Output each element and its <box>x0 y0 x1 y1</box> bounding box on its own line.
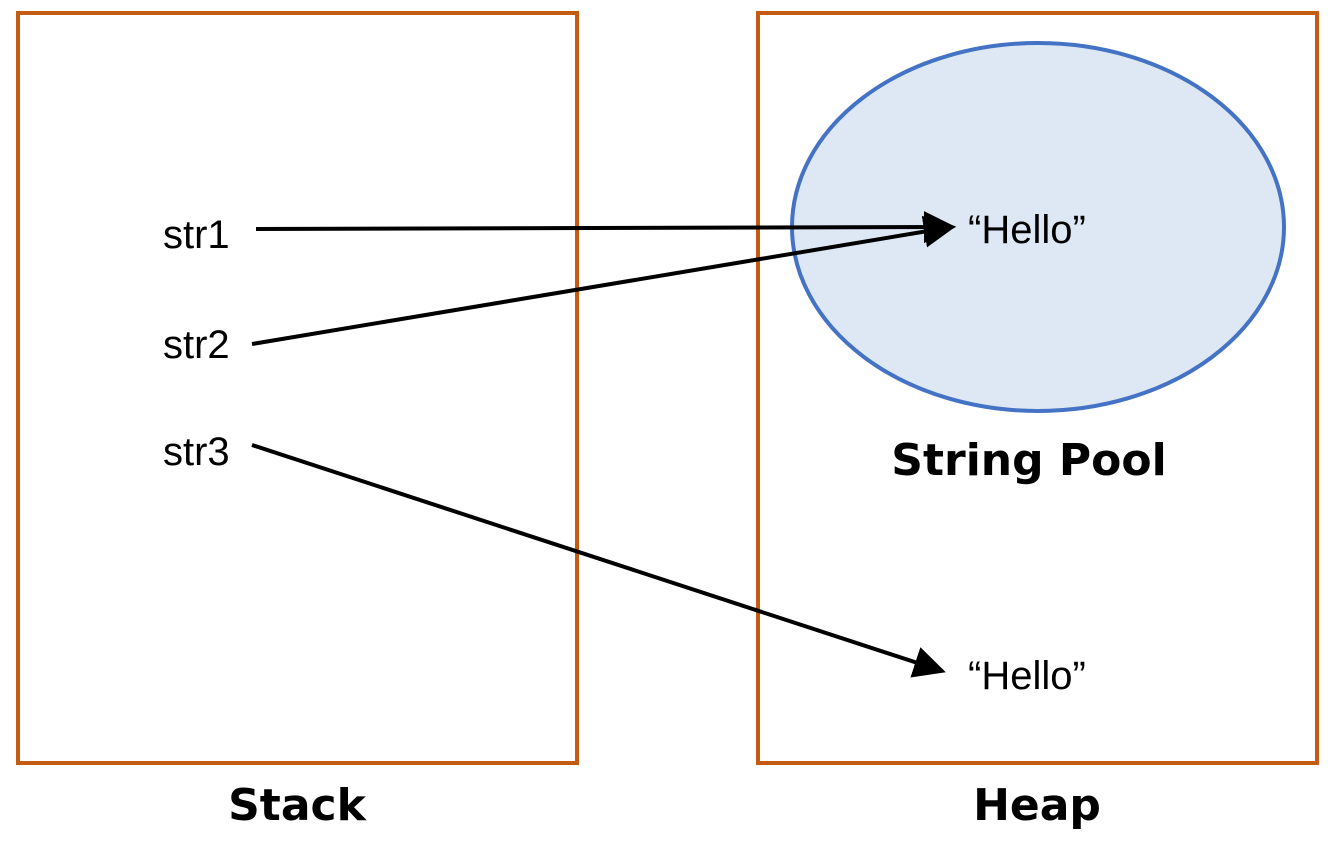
variable-str3: str3 <box>163 430 230 474</box>
arrow-str3-to-heap-object <box>251 443 946 678</box>
heap-box <box>756 11 1319 765</box>
string-pool-label: String Pool <box>891 435 1166 486</box>
variable-str1: str1 <box>163 213 230 257</box>
variable-str2: str2 <box>163 323 230 367</box>
pool-string-literal: “Hello” <box>968 208 1086 252</box>
heap-string-object: “Hello” <box>968 654 1086 698</box>
stack-box <box>16 11 579 765</box>
heap-label: Heap <box>973 780 1101 831</box>
arrow-str1-to-pool <box>255 211 956 244</box>
stack-label: Stack <box>228 780 367 831</box>
arrow-str2-to-pool <box>251 215 956 346</box>
